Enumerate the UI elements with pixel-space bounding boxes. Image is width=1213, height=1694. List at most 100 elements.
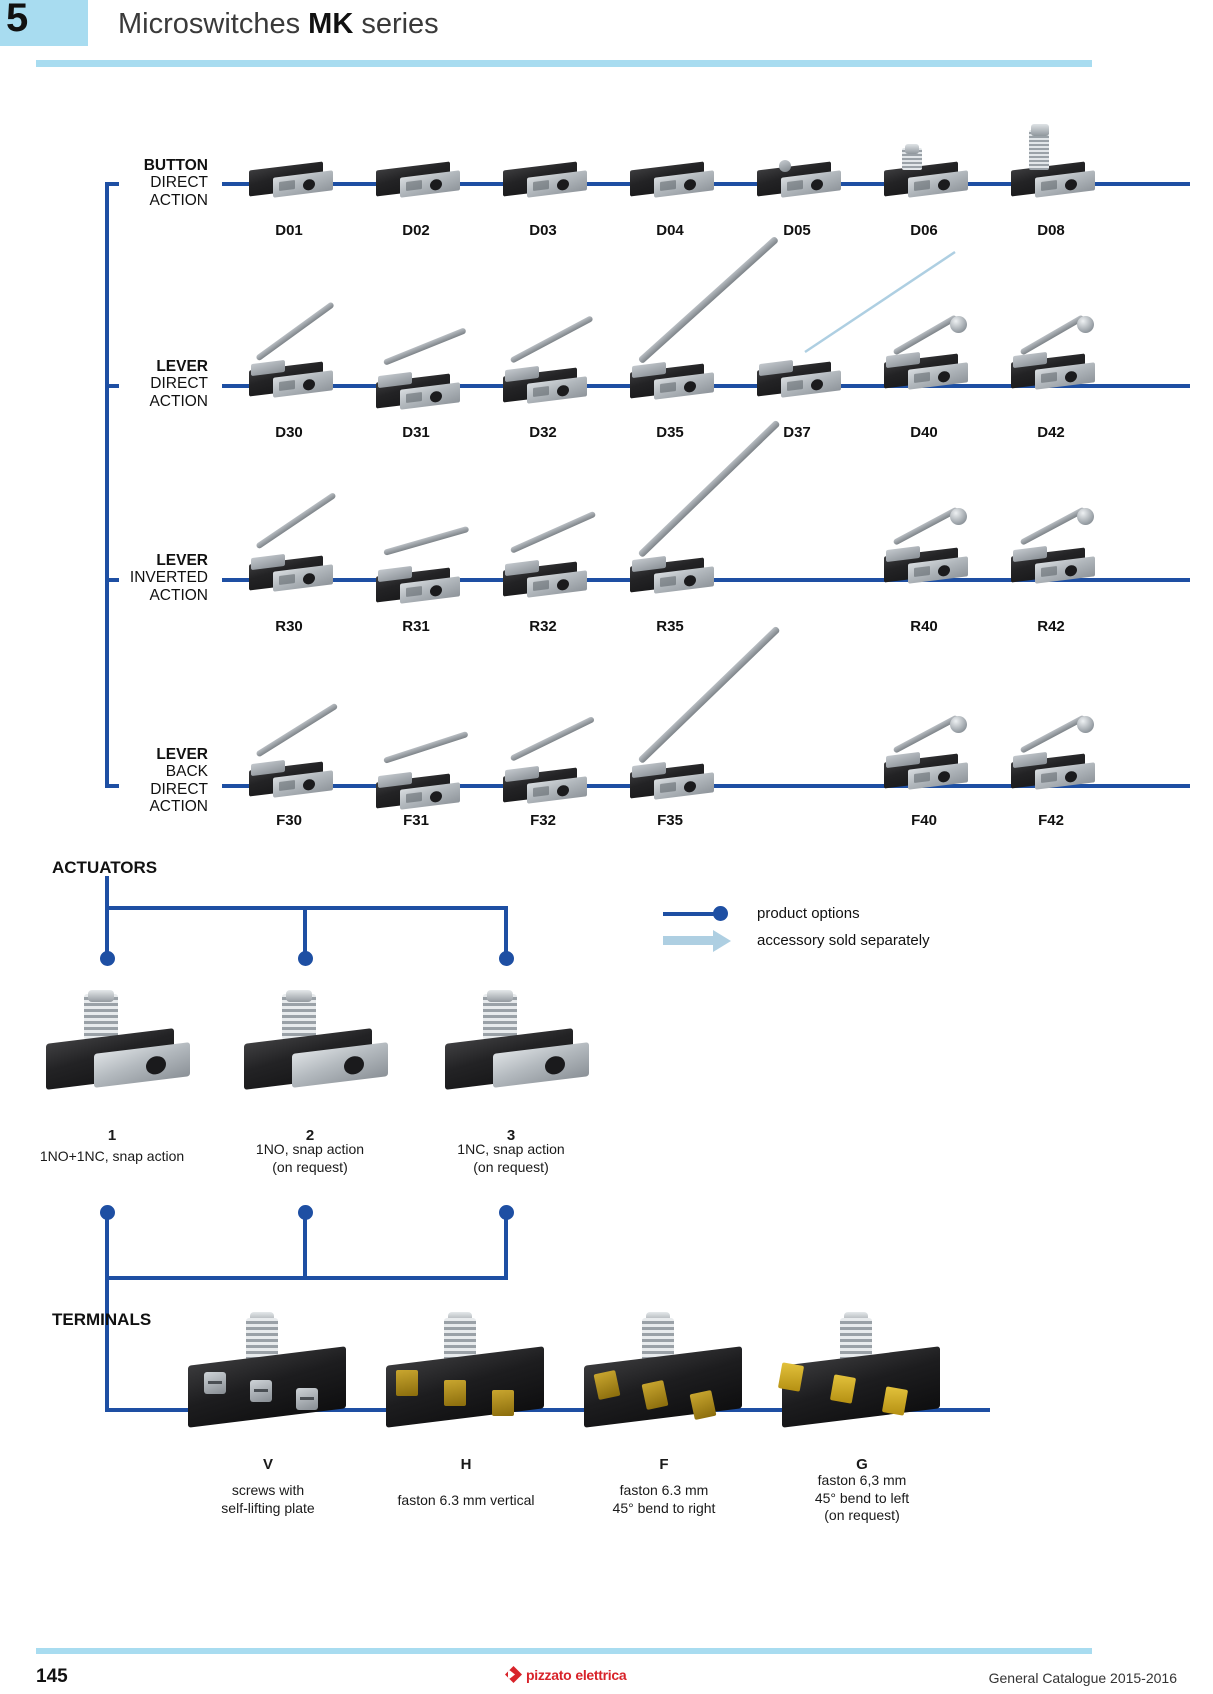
terminals-bus-horizontal <box>105 1276 508 1280</box>
switch-image-F30 <box>243 702 343 800</box>
row2-label-line2: DIRECT <box>150 375 208 393</box>
contact-desc-3-line2: (on request) <box>473 1158 549 1175</box>
terminal-desc-F-line1: faston 6.3 mm <box>619 1482 709 1498</box>
terminals-branch-3 <box>504 1212 508 1278</box>
switch-image-F31 <box>370 730 470 810</box>
contact-switch-image-1 <box>42 990 190 1110</box>
switch-image-D01 <box>243 152 335 200</box>
contact-desc-1: 1NO+1NC, snap action <box>32 1148 192 1166</box>
legend-dot-product-options <box>713 906 728 921</box>
code-R32: R32 <box>529 618 557 635</box>
row2-label-line3: ACTION <box>149 392 208 410</box>
switch-image-R35 <box>624 419 814 594</box>
switch-image-D04 <box>624 152 716 200</box>
terminal-desc-F-line2: 45° bend to right <box>612 1499 716 1516</box>
page-title-part2: series <box>353 8 439 40</box>
switch-image-D03 <box>497 152 589 200</box>
terminals-branch-2 <box>303 1212 307 1278</box>
row-label-lever-inverted-action: LEVER INVERTED ACTION <box>60 552 208 604</box>
contact-desc-2-line1: 1NO, snap action <box>255 1141 365 1157</box>
contacts-dot-2 <box>298 951 313 966</box>
switch-image-R40 <box>878 504 978 594</box>
legend-arrow-head-icon <box>713 930 731 952</box>
contacts-branch-3 <box>504 906 508 958</box>
switch-image-D30 <box>243 301 343 400</box>
row-label-lever-direct-action: LEVER DIRECT ACTION <box>60 358 208 410</box>
switch-image-D06 <box>878 144 970 200</box>
contact-code-2: 2 <box>305 1127 315 1144</box>
code-F42: F42 <box>1038 812 1064 829</box>
switch-image-R32 <box>497 510 597 598</box>
spine-tick-row3 <box>105 578 119 582</box>
terminal-desc-H-line1: faston 6.3 mm vertical <box>397 1492 535 1508</box>
contacts-dot-3 <box>499 951 514 966</box>
switch-image-D32 <box>497 315 597 404</box>
row3-label-line2: INVERTED <box>129 569 208 587</box>
terminal-code-V: V <box>262 1456 273 1473</box>
terminal-desc-V-line2: self-lifting plate <box>221 1499 315 1516</box>
row-label-lever-back-direct-action: LEVER BACK DIRECT ACTION <box>60 746 208 815</box>
switch-image-F32 <box>497 715 597 804</box>
section-heading-terminals: TERMINALS <box>52 1310 152 1329</box>
code-D03: D03 <box>529 222 557 239</box>
code-R30: R30 <box>275 618 303 635</box>
code-D40: D40 <box>910 424 938 441</box>
terminal-desc-H: faston 6.3 mm vertical <box>376 1492 556 1510</box>
terminal-code-F: F <box>659 1456 669 1473</box>
terminal-desc-G: faston 6,3 mm 45° bend to left (on reque… <box>772 1472 952 1525</box>
spine-tick-row4 <box>105 784 119 788</box>
row3-label-line3: ACTION <box>149 586 208 604</box>
code-D02: D02 <box>402 222 430 239</box>
actuators-bus-drop <box>105 876 109 908</box>
header-rule <box>36 60 1092 67</box>
page-title-series: MK <box>308 8 354 40</box>
code-D31: D31 <box>402 424 430 441</box>
contact-desc-2: 1NO, snap action (on request) <box>230 1141 390 1176</box>
row-label-button-direct-action: BUTTON DIRECT ACTION <box>60 157 208 209</box>
contact-switch-image-2 <box>240 990 388 1110</box>
terminal-desc-G-line3: (on request) <box>824 1507 900 1523</box>
contact-code-1: 1 <box>107 1127 117 1144</box>
footer-rule <box>36 1648 1092 1654</box>
code-F31: F31 <box>403 812 429 829</box>
contact-desc-1-line1: 1NO+1NC, snap action <box>39 1148 185 1164</box>
switch-image-R30 <box>243 491 343 594</box>
terminals-bus-drop <box>105 1276 109 1412</box>
row1-label-line1: BUTTON <box>143 157 208 174</box>
footer-catalogue-label: General Catalogue 2015-2016 <box>988 1670 1177 1686</box>
terminals-connector-line <box>105 1408 990 1412</box>
switch-image-D02 <box>370 152 462 200</box>
contacts-branch-1 <box>105 906 109 958</box>
code-D08: D08 <box>1037 222 1065 239</box>
code-D32: D32 <box>529 424 557 441</box>
row2-label-line1: LEVER <box>156 358 208 375</box>
spine-tick-row1 <box>105 182 119 186</box>
row4-label-line3: DIRECT <box>150 780 208 798</box>
terminal-image-G <box>777 1312 942 1432</box>
contacts-branch-2 <box>303 906 307 958</box>
terminal-desc-V: screws with self-lifting plate <box>178 1482 358 1517</box>
page-title: Microswitches MK series <box>118 8 439 41</box>
terminal-image-V <box>188 1312 348 1432</box>
contact-desc-3: 1NC, snap action (on request) <box>431 1141 591 1176</box>
chapter-number: 5 <box>6 0 28 40</box>
switch-image-D31 <box>370 327 470 410</box>
contact-desc-3-line1: 1NC, snap action <box>457 1141 565 1157</box>
code-F32: F32 <box>530 812 556 829</box>
row3-label-line1: LEVER <box>156 552 208 569</box>
switch-image-F35 <box>624 625 814 800</box>
code-D05: D05 <box>783 222 811 239</box>
contacts-dot-1 <box>100 951 115 966</box>
spine-tick-row2 <box>105 384 119 388</box>
code-R31: R31 <box>402 618 430 635</box>
section-heading-actuators: ACTUATORS <box>52 858 158 877</box>
legend-line-product-options <box>663 912 721 916</box>
code-R42: R42 <box>1037 618 1065 635</box>
contact-code-3: 3 <box>506 1127 516 1144</box>
switch-image-R31 <box>370 524 470 604</box>
row1-label-line3: ACTION <box>149 191 208 209</box>
chapter-tab <box>0 0 88 46</box>
switch-image-D05 <box>751 152 843 200</box>
page-title-part1: Microswitches <box>118 8 309 40</box>
contact-desc-2-line2: (on request) <box>272 1158 348 1175</box>
